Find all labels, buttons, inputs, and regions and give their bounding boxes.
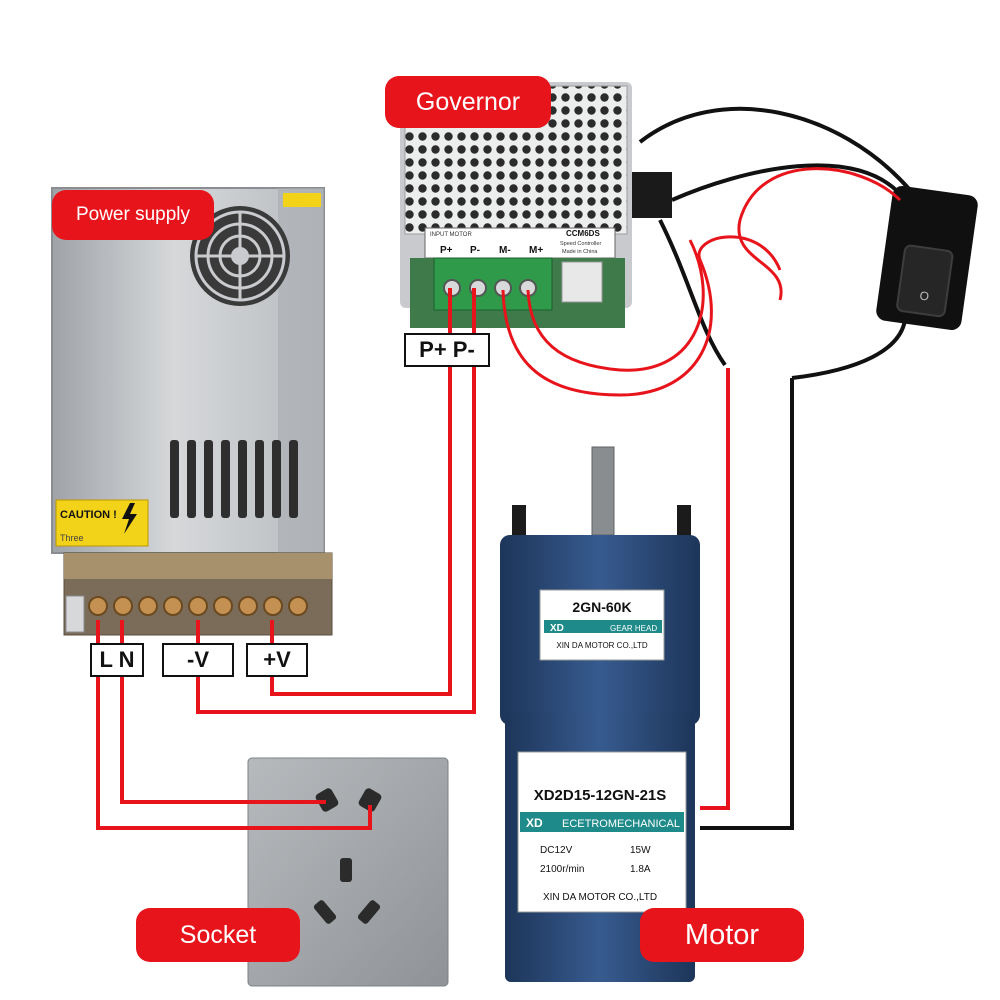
label-socket: Socket xyxy=(136,908,300,962)
governor-subtitle: Speed Controller xyxy=(560,241,601,247)
label-governor: Governor xyxy=(385,76,551,128)
governor-pin-p-minus: P- xyxy=(470,245,480,256)
gearhead-strip: GEAR HEAD xyxy=(610,624,657,633)
motor-shaft xyxy=(591,446,615,536)
motor-power: 15W xyxy=(630,845,651,856)
motor-maker: XIN DA MOTOR CO.,LTD xyxy=(543,892,657,903)
governor-pin-p-plus: P+ xyxy=(440,245,453,256)
motor-current: 1.8A xyxy=(630,864,651,875)
socket-two-pin-icon xyxy=(315,788,382,812)
wire-l-to-socket xyxy=(96,620,372,830)
wire-n-to-socket xyxy=(120,620,326,804)
motor-model: XD2D15-12GN-21S xyxy=(534,787,667,804)
psu-sticker xyxy=(283,193,321,207)
fan-grille-icon xyxy=(190,206,290,306)
terminal-label-ln: L N xyxy=(90,643,144,677)
potentiometer-knob-icon[interactable] xyxy=(632,172,672,218)
svg-text:O: O xyxy=(919,288,930,303)
power-supply-unit: CAUTION ! Three xyxy=(51,187,333,636)
gearhead-maker: XIN DA MOTOR CO.,LTD xyxy=(556,641,647,650)
wire-governor-m-plus xyxy=(526,239,705,372)
rocker-switch-icon[interactable]: O xyxy=(875,185,979,332)
governor-model: CCM6DS xyxy=(566,229,600,238)
governor-header-text: INPUT MOTOR xyxy=(430,232,472,238)
psu-terminal-screws xyxy=(88,596,308,616)
switch-cable-black xyxy=(638,106,912,192)
wire-motor-black xyxy=(700,378,794,830)
socket-three-pin-icon xyxy=(313,858,381,924)
gearhead-model: 2GN-60K xyxy=(572,599,631,615)
high-voltage-icon xyxy=(122,503,137,534)
motor-strip: ECETROMECHANICAL xyxy=(562,818,680,830)
governor-pin-m-plus: M+ xyxy=(529,245,543,256)
motor-voltage: DC12V xyxy=(540,845,573,856)
motor-speed: 2100r/min xyxy=(540,864,584,875)
governor-pin-m-minus: M- xyxy=(499,245,511,256)
terminal-label-pos-v: +V xyxy=(246,643,308,677)
switch-cable-red xyxy=(737,167,902,301)
terminal-label-governor-input: P+ P- xyxy=(404,333,490,367)
motor-brand: XD xyxy=(526,816,543,830)
label-power-supply: Power supply xyxy=(52,190,214,240)
caution-fine-print: Three xyxy=(60,533,84,543)
governor-made-in: Made in China xyxy=(562,249,598,255)
motor-unit: 2GN-60K XD GEAR HEAD XIN DA MOTOR CO.,LT… xyxy=(500,446,700,982)
caution-text: CAUTION ! xyxy=(60,509,117,521)
governor-label-panel xyxy=(424,227,616,259)
terminal-label-neg-v: -V xyxy=(162,643,234,677)
label-motor: Motor xyxy=(640,908,804,962)
psu-vents xyxy=(170,440,298,518)
wire-motor-red xyxy=(700,368,730,810)
wire-governor-m-minus xyxy=(501,235,782,397)
gearhead-brand: XD xyxy=(550,623,564,634)
